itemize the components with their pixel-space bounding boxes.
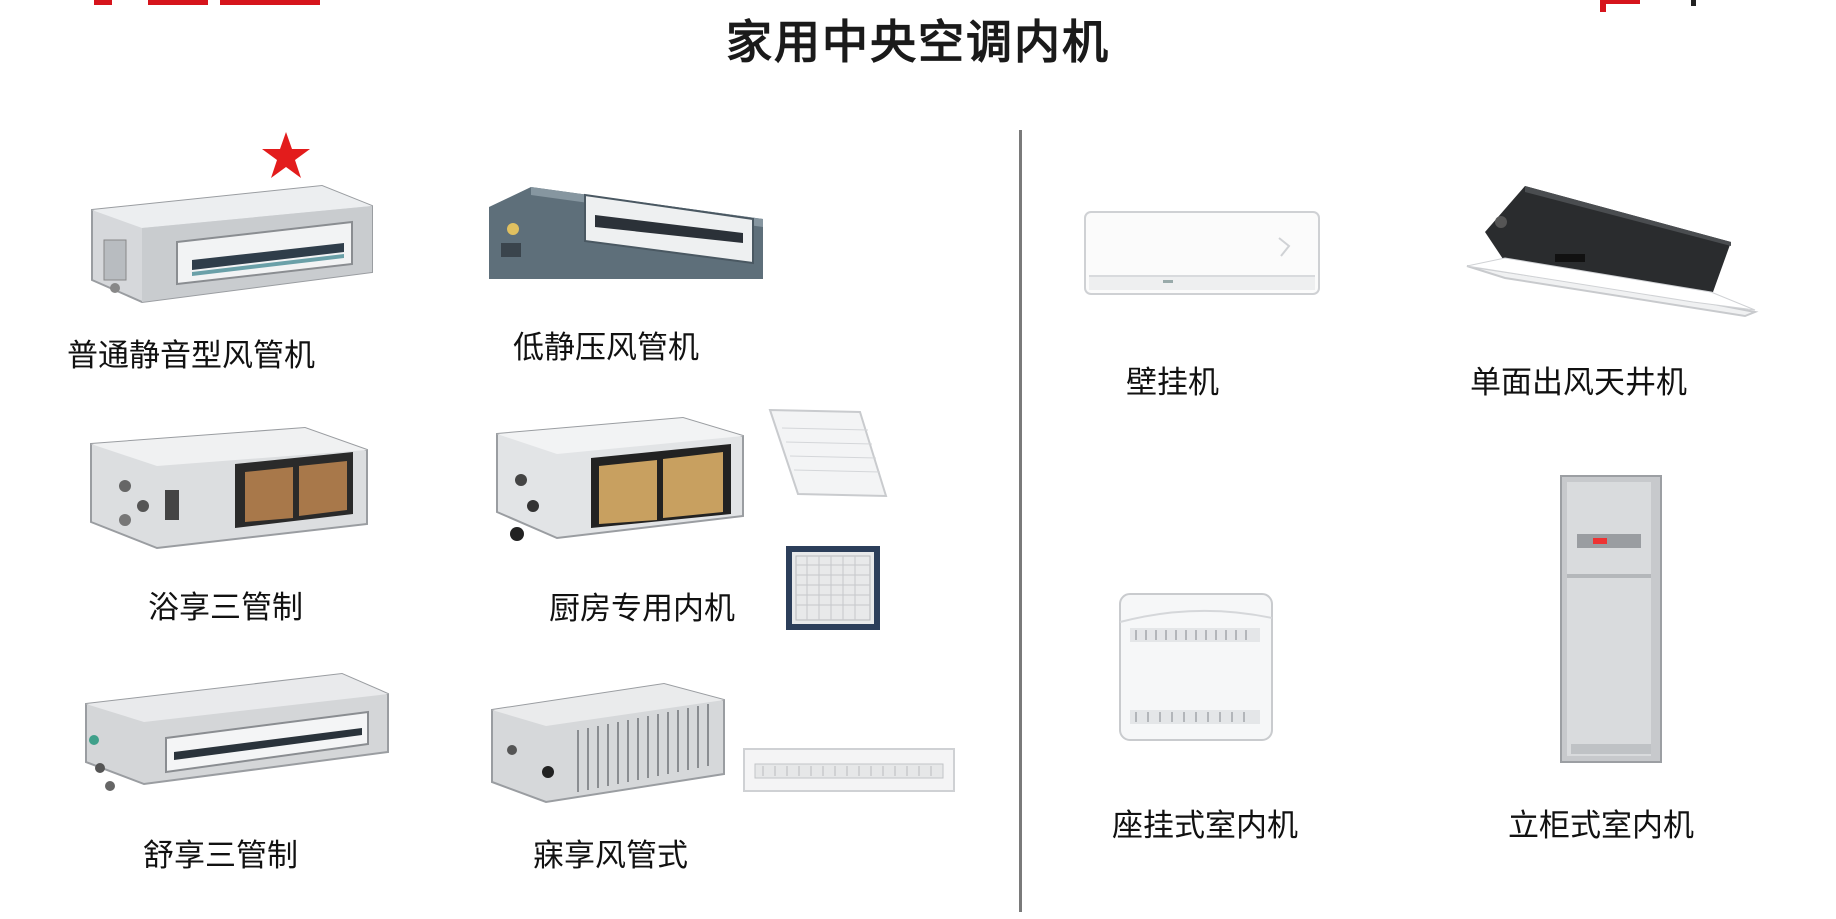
caption-duct-low-static: 低静压风管机 (513, 330, 699, 366)
sleep-grille-image (743, 748, 955, 792)
caption-sleep-duct: 寐享风管式 (533, 838, 688, 874)
cassette-one-way-image (1465, 182, 1759, 322)
bath-three-pipe-image (85, 420, 375, 550)
caption-kitchen-unit: 厨房专用内机 (549, 591, 735, 627)
kitchen-unit-image (487, 414, 747, 554)
kitchen-panel-image (768, 408, 888, 503)
kitchen-grille-image (785, 545, 881, 631)
duct-standard-image (82, 180, 373, 310)
page-title: 家用中央空调内机 (726, 15, 1110, 69)
caption-comfort-three-pipe: 舒享三管制 (143, 838, 298, 874)
section-divider (1019, 130, 1022, 912)
caption-duct-standard: 普通静音型风管机 (67, 338, 315, 374)
caption-floor-standing: 立柜式室内机 (1508, 808, 1694, 844)
brand-logo-left (90, 0, 330, 6)
caption-wall-mounted: 壁挂机 (1126, 365, 1219, 401)
sleep-duct-image (488, 680, 728, 805)
caption-bath-three-pipe: 浴享三管制 (148, 590, 303, 626)
wall-mounted-image (1083, 210, 1323, 300)
console-image (1118, 592, 1276, 744)
floor-standing-image (1557, 474, 1665, 766)
caption-cassette-one-way: 单面出风天井机 (1470, 365, 1687, 401)
duct-low-static-image (485, 183, 765, 283)
brand-logo-right (1600, 0, 1710, 14)
comfort-three-pipe-image (82, 668, 392, 808)
caption-console: 座挂式室内机 (1112, 808, 1298, 844)
star-icon (260, 130, 312, 180)
